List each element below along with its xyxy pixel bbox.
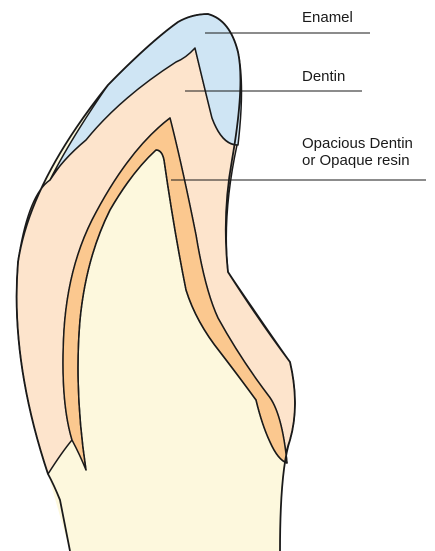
- opacious-dentin-label: Opacious Dentin or Opaque resin: [302, 135, 413, 169]
- opacious-label-line1: Opacious Dentin: [302, 135, 413, 152]
- dentin-label: Dentin: [302, 68, 345, 85]
- opacious-label-line2: or Opaque resin: [302, 152, 413, 169]
- enamel-label: Enamel: [302, 9, 353, 26]
